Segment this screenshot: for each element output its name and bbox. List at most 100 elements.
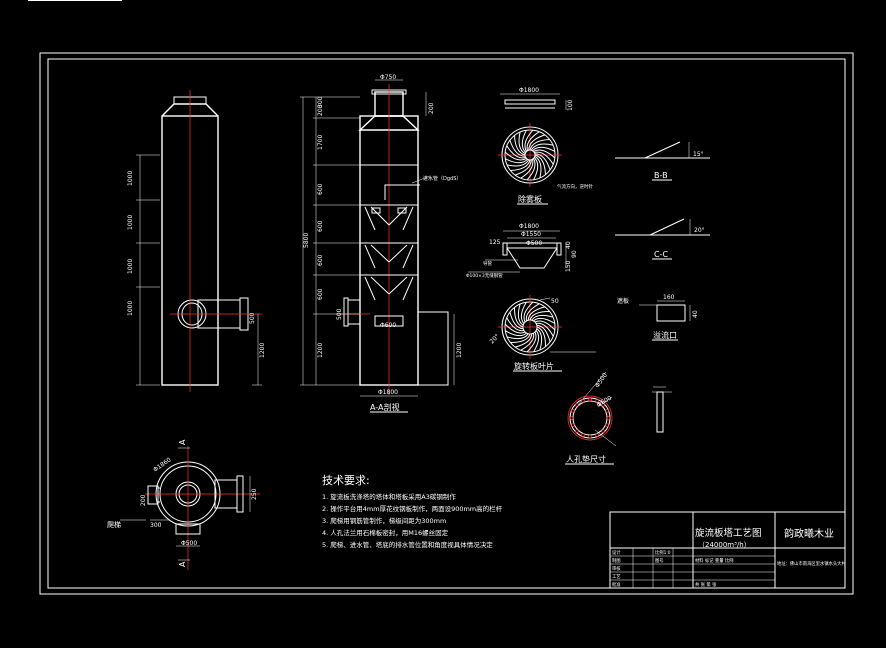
tb-material: 材料 标记 重量 比例 (695, 557, 733, 564)
bolt-hole (605, 423, 609, 427)
dim-600-a: 600 (317, 183, 324, 195)
blade-line (504, 323, 526, 334)
blade-line (518, 131, 526, 155)
tb-sheets: 共 张 第 张 (695, 581, 717, 588)
tech-item-2: 2. 操作平台用4mm厚花纹钢板制作，两面设900mm高的栏杆 (322, 504, 503, 513)
dim-20-angle: 20° (488, 333, 500, 345)
dim-1200-right: 1200 (456, 343, 463, 358)
blade-line (526, 331, 537, 353)
blade-line (536, 324, 551, 343)
bolt-hole (569, 416, 574, 420)
title-block (609, 511, 846, 589)
manhole-ring-title: 人孔垫尺寸 (566, 454, 606, 464)
blade-line (534, 151, 554, 165)
blade-line (517, 303, 524, 326)
dim-1000-c: 1000 (127, 259, 134, 274)
blade-line (534, 320, 556, 331)
dim-15-bb: 15° (693, 151, 704, 158)
dim-100-demister: 100 (567, 99, 574, 111)
tb-scale: 比例1:0 (655, 549, 671, 556)
blade-line (514, 135, 526, 156)
blade-line (506, 145, 526, 159)
blade-line (520, 332, 535, 351)
dim-125: 125 (489, 239, 501, 246)
dim-20-cc: 20° (694, 227, 705, 234)
blade-line (531, 314, 554, 321)
blade-line (533, 149, 556, 159)
dim-500-nozzle: 500 (336, 308, 343, 320)
bolt-hole (575, 429, 579, 433)
dim-1200-b: 1200 (317, 343, 324, 358)
left-elevation (136, 90, 262, 392)
drawing-subtitle: （24000m³/h） (698, 541, 751, 549)
blade-line (520, 159, 534, 179)
blade-line (529, 139, 550, 151)
blade-line (534, 154, 546, 175)
blade-line (529, 310, 550, 321)
diffuser-label: Φ100×3无缝钢管 (466, 272, 503, 279)
bolt-hole (595, 399, 599, 403)
dim-160: 160 (663, 294, 675, 301)
tb-row-3: 审核 (612, 565, 621, 572)
blade-line (521, 130, 527, 153)
dim-200-plan: 200 (140, 494, 147, 506)
dim-d1800-demister: Φ1800 (519, 87, 539, 94)
tech-item-1: 1. 旋流板洗涤塔的塔体和塔板采用A3碳钢制作 (322, 492, 456, 501)
dim-90: 90 (571, 250, 578, 258)
dim-250-plan: 250 (251, 488, 258, 500)
section-cc-title: C-C (654, 250, 668, 259)
bolt-hole (571, 423, 575, 427)
tb-row-1: 设计 (612, 549, 621, 556)
outer-frame (39, 52, 854, 595)
bolt-hole (601, 429, 605, 433)
company-address: 地址：佛山市南海区里水镇水头大村 (777, 560, 846, 567)
blade-line (533, 157, 539, 180)
blade-line (505, 158, 528, 164)
overflow-port-drawing (639, 300, 691, 322)
blade-line (514, 159, 532, 176)
tb-row-5: 批准 (612, 581, 621, 588)
blade-line (514, 333, 533, 348)
blade-line (510, 333, 531, 344)
dim-600-c: 600 (317, 254, 324, 266)
dim-200-left: 200 (317, 104, 324, 116)
manhole-ring-drawing (567, 371, 672, 447)
blade-line (534, 155, 542, 179)
water-inlet-label: 进水管（DgdS） (423, 175, 461, 182)
blade-line (532, 146, 555, 152)
airflow-direction-label: 气流方向，逆时针 (557, 183, 593, 190)
dim-1000-b: 1000 (127, 215, 134, 230)
tb-row-4: 工艺 (612, 574, 621, 580)
section-bb-title: B-B (654, 171, 668, 180)
dim-1000-a: 1000 (127, 171, 134, 186)
dim-200-top: 200 (428, 102, 435, 114)
company-name-text: 韵政曦木业 (784, 527, 834, 540)
tech-item-3: 3. 爬梯用钢筋管制作，梯级间距为300mm (322, 516, 446, 525)
swirl-blades (504, 301, 556, 353)
section-a-mark-bottom: A (178, 561, 187, 567)
blade-line (525, 303, 540, 322)
section-cc-drawing (615, 218, 710, 236)
blade-line (504, 151, 527, 161)
tech-heading: 技术要求: (322, 474, 370, 487)
overflow-port-title: 溢流口 (653, 330, 677, 340)
bolt-hole (581, 399, 585, 403)
plan-view-drawing (120, 446, 260, 570)
demister-blades (504, 129, 556, 181)
blade-line (510, 159, 531, 171)
bolt-hole (588, 434, 592, 439)
aa-section-drawing (300, 79, 455, 397)
blade-line (509, 139, 526, 157)
blade-line (505, 330, 527, 337)
blade-line (530, 143, 554, 151)
section-bb-drawing (615, 141, 710, 159)
blade-line (526, 158, 536, 181)
blade-line (534, 153, 551, 171)
dim-300-left: 300 (317, 96, 324, 108)
dim-d500-ring: Φ500 (594, 372, 609, 389)
dim-d500-plan: Φ500 (181, 540, 197, 547)
dim-d600-ring: Φ600 (596, 394, 614, 408)
dim-40: 40 (565, 241, 572, 249)
bolt-hole (595, 433, 599, 437)
blade-line (526, 131, 540, 151)
